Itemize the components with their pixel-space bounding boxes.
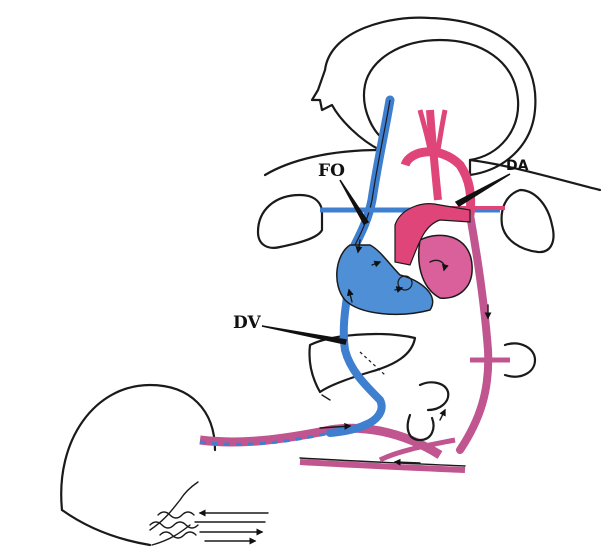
label-pointer-icon <box>262 326 346 344</box>
flow-arrow-icon <box>440 410 445 420</box>
flow-arrow-icon <box>395 462 420 463</box>
dv-label: DV <box>233 313 261 333</box>
label-dv: DV <box>233 313 346 344</box>
left-lung <box>258 195 322 248</box>
label-fo: FO <box>318 161 368 224</box>
maternal-flow-arrows <box>195 513 268 541</box>
placenta <box>61 385 215 545</box>
fo-label: FO <box>318 161 345 181</box>
da-label: DA <box>506 158 529 174</box>
heart <box>337 204 472 315</box>
label-pointer-icon <box>340 180 368 224</box>
intestine <box>408 382 449 440</box>
right-lung <box>502 190 554 252</box>
